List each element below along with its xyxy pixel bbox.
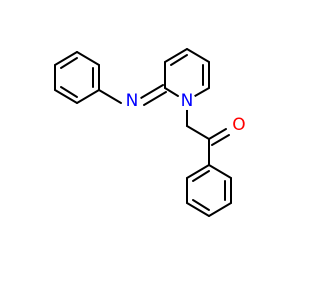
bond-carbonyl-double-1 — [208, 128, 227, 140]
atom-n-imine: N — [123, 91, 141, 111]
bond-imine-double-2 — [143, 91, 167, 106]
bond-phenyl1-inner-1 — [60, 57, 78, 69]
molecule-structure: N N O — [54, 48, 248, 217]
bonds — [54, 48, 232, 217]
bond-phenyl1-1 — [54, 51, 78, 66]
atom-n-ring: N — [178, 91, 196, 111]
atom-labels: N N O — [123, 91, 248, 135]
bond-phenyl1-2 — [76, 51, 100, 66]
bond-pyridine-inner-1 — [170, 54, 188, 66]
atom-o-carbonyl-label: O — [232, 115, 245, 135]
atom-n-imine-label: N — [126, 91, 139, 111]
bond-ch2-carbonyl — [186, 125, 210, 140]
bond-phenyl1-5 — [54, 89, 78, 104]
bond-phenyl2-inner-2 — [192, 199, 210, 211]
bond-imine-double-1 — [140, 84, 164, 99]
atom-o-carbonyl: O — [230, 115, 248, 135]
bond-phenyl2-inner-3 — [192, 170, 210, 182]
bond-phenyl2-3 — [208, 202, 232, 217]
bond-pyridine-2 — [164, 48, 188, 63]
bond-phenyl1-inner-3 — [60, 86, 78, 98]
bond-phenyl2-1 — [208, 164, 232, 179]
bond-phenyl2-4 — [186, 202, 210, 217]
atom-n-ring-label: N — [181, 91, 194, 111]
bond-phenyl1-4 — [76, 89, 100, 104]
bond-phenyl2-6 — [186, 164, 210, 179]
bond-phenyl1-n-imine — [98, 89, 122, 104]
bond-pyridine-6 — [164, 87, 179, 97]
bond-pyridine-3 — [186, 48, 210, 63]
bond-carbonyl-double-2 — [211, 134, 230, 146]
bond-pyridine-5 — [194, 87, 210, 97]
